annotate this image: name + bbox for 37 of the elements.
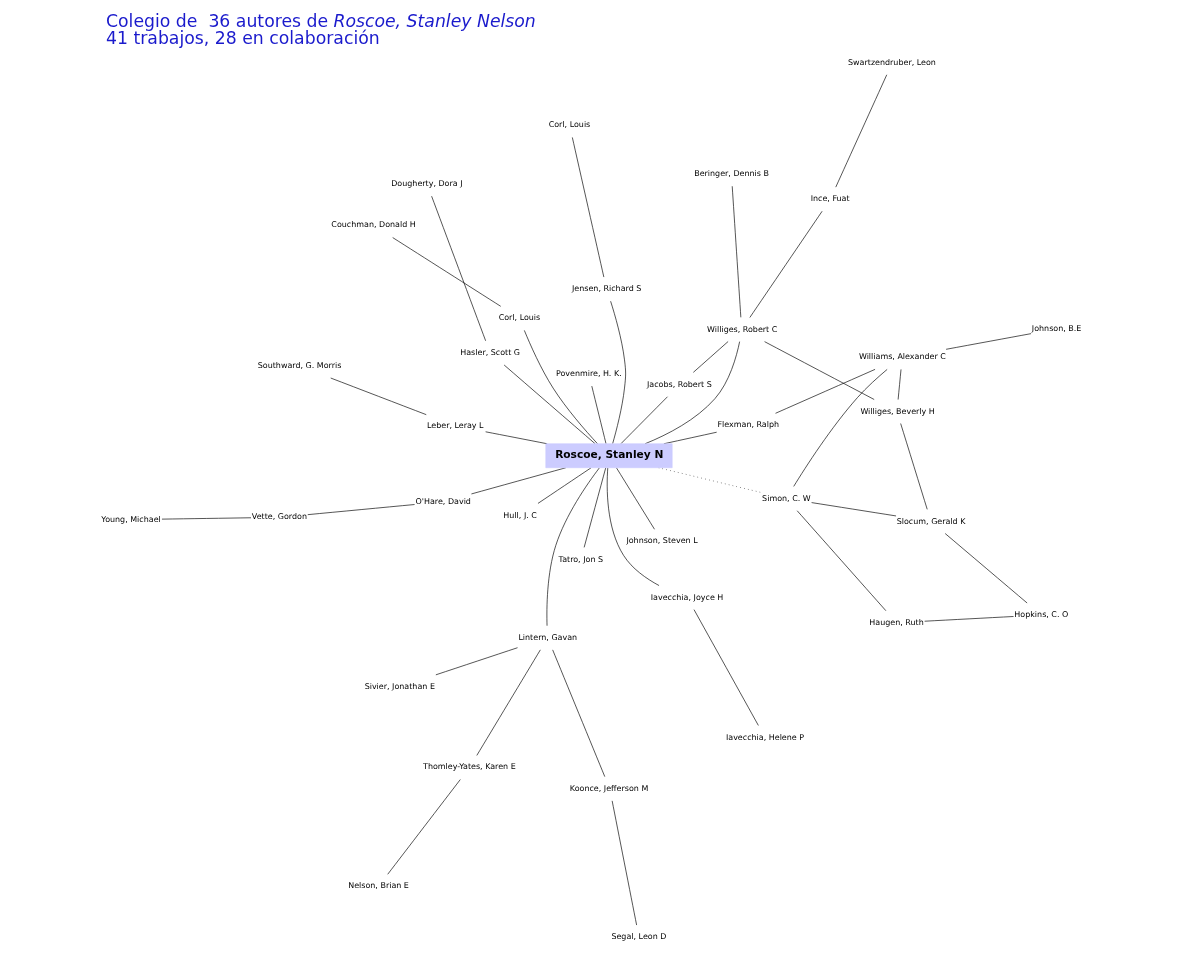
connector bbox=[763, 341, 875, 400]
node-box: Roscoe, Stanley N bbox=[545, 443, 672, 469]
connector bbox=[923, 616, 1014, 622]
connector bbox=[430, 195, 486, 342]
connector bbox=[551, 649, 605, 777]
connector bbox=[306, 504, 415, 515]
connector bbox=[693, 609, 759, 726]
connector bbox=[546, 467, 600, 627]
connector bbox=[615, 467, 655, 530]
connector bbox=[523, 330, 598, 445]
connector bbox=[606, 467, 659, 586]
connector bbox=[796, 510, 886, 612]
connector bbox=[899, 423, 928, 510]
connector bbox=[944, 533, 1027, 604]
connector bbox=[834, 74, 887, 188]
connector bbox=[590, 385, 606, 444]
connector bbox=[609, 300, 626, 444]
connector bbox=[470, 467, 566, 495]
connector bbox=[503, 364, 595, 445]
connector bbox=[391, 237, 501, 307]
connector bbox=[774, 369, 875, 414]
connector bbox=[810, 502, 896, 517]
connector bbox=[945, 333, 1031, 350]
connector bbox=[897, 369, 901, 400]
connector bbox=[692, 341, 728, 373]
connector bbox=[583, 467, 606, 548]
connector bbox=[329, 377, 427, 415]
connector bbox=[475, 649, 541, 756]
connector bbox=[749, 210, 822, 318]
connector bbox=[386, 779, 461, 875]
connector bbox=[161, 517, 251, 520]
connector bbox=[731, 185, 741, 318]
connector bbox=[792, 369, 887, 487]
connector bbox=[484, 431, 547, 445]
connector bbox=[611, 800, 637, 926]
connector bbox=[537, 467, 591, 504]
connector bbox=[571, 137, 604, 278]
